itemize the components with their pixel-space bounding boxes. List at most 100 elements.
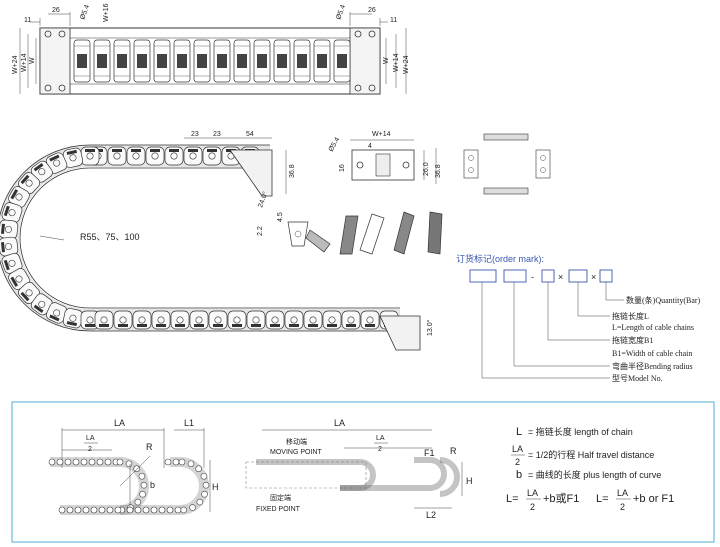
bl-r: R bbox=[146, 442, 153, 452]
order-box-width bbox=[541, 269, 555, 283]
chain-link bbox=[72, 458, 80, 466]
chain-link bbox=[114, 506, 122, 514]
dim-w-left: W bbox=[29, 57, 36, 64]
chain-link bbox=[284, 310, 304, 330]
cs-d26: 26.0 bbox=[423, 162, 430, 176]
formula1-suffix: +b或F1 bbox=[543, 492, 579, 505]
mount-hole bbox=[44, 84, 52, 92]
chain-link bbox=[174, 506, 182, 514]
cs-d22: 2.2 bbox=[257, 226, 264, 236]
dim-26-right: 26 bbox=[368, 7, 376, 14]
dim-11-left: 11 bbox=[24, 17, 31, 24]
chain-link bbox=[187, 460, 195, 468]
chain-link bbox=[189, 504, 196, 511]
dim-w24-left: W+24 bbox=[12, 55, 19, 74]
formula1-prefix: L= bbox=[506, 493, 519, 505]
bl-l1: L1 bbox=[184, 418, 194, 428]
dim-11-right: 11 bbox=[390, 17, 397, 24]
formula1-den: 2 bbox=[530, 502, 535, 512]
dim-13: 13.0° bbox=[426, 319, 434, 336]
chain-inner-edge bbox=[19, 167, 400, 309]
chain-link bbox=[233, 39, 251, 83]
chain-link bbox=[74, 506, 82, 514]
chain-link bbox=[227, 310, 247, 330]
cs-d4: 4 bbox=[368, 143, 372, 150]
chain-link bbox=[90, 506, 98, 514]
order-label-width: 拖链宽度B1 bbox=[612, 335, 653, 345]
chain-link bbox=[195, 465, 202, 473]
chain-band bbox=[0, 145, 400, 331]
cs-core bbox=[375, 153, 391, 177]
bm-la2-den: 2 bbox=[378, 446, 382, 453]
mount-hole bbox=[44, 30, 52, 38]
bl-la: LA bbox=[114, 418, 125, 428]
dim-26-left: 26 bbox=[52, 7, 60, 14]
chain-link bbox=[80, 146, 100, 166]
order-box-qty bbox=[599, 269, 613, 283]
bm-moving-cn: 移动端 bbox=[286, 437, 307, 446]
bm-r: R bbox=[450, 446, 457, 456]
chain-link bbox=[193, 39, 211, 83]
chain-link bbox=[106, 506, 114, 514]
chain-link bbox=[132, 310, 152, 330]
chain-link bbox=[153, 39, 171, 83]
formula2-den: 2 bbox=[620, 502, 625, 512]
chain-link bbox=[265, 310, 285, 330]
chain-link bbox=[62, 308, 84, 329]
mount-hole bbox=[368, 30, 376, 38]
bent-chain-links bbox=[0, 146, 399, 330]
chain-link bbox=[293, 39, 311, 83]
dim-w16: W+16 bbox=[103, 3, 110, 22]
dim-24: 24.0° bbox=[256, 190, 269, 208]
chain-link bbox=[172, 458, 180, 466]
formula-legend: L = 拖链长度 length of chain LA 2 = 1/2的行程 H… bbox=[506, 426, 674, 512]
bl-b: b bbox=[150, 480, 155, 490]
cs-body bbox=[351, 149, 415, 181]
bl-la2-den: 2 bbox=[88, 446, 92, 453]
cs-w14: W+14 bbox=[372, 131, 391, 138]
order-x2: × bbox=[591, 272, 596, 282]
chain-link bbox=[140, 481, 148, 489]
chain-link bbox=[333, 39, 351, 83]
bm-h: H bbox=[466, 476, 473, 486]
chain-link bbox=[125, 460, 133, 468]
chain-link bbox=[360, 310, 380, 330]
chain-link bbox=[322, 310, 342, 330]
bm-fixed-en: FIXED POINT bbox=[256, 506, 301, 513]
order-box-model bbox=[469, 269, 497, 283]
order-x1: × bbox=[558, 272, 563, 282]
dim-phi-left: Ø5.4 bbox=[79, 4, 91, 21]
chain-link bbox=[273, 39, 291, 83]
order-mark-block: 订货标记(order mark): - × × 数量(条)Quantity(Ba… bbox=[456, 253, 701, 383]
order-label-model: 型号Model No. bbox=[612, 374, 663, 383]
chain-link bbox=[113, 310, 133, 330]
order-label-qty: 数量(条)Quantity(Bar) bbox=[626, 295, 701, 305]
order-sep: - bbox=[531, 272, 534, 282]
chain-link bbox=[253, 39, 271, 83]
order-box-length bbox=[568, 269, 588, 283]
bl-la2-num: LA bbox=[86, 435, 95, 442]
chain-link bbox=[133, 39, 151, 83]
bm-la2-num: LA bbox=[376, 435, 385, 442]
dim-w24-right: W+24 bbox=[403, 55, 410, 74]
legend-la-den: 2 bbox=[515, 457, 520, 467]
dim-54: 54 bbox=[246, 131, 254, 138]
order-mark-title: 订货标记(order mark): bbox=[456, 253, 544, 264]
chain-link bbox=[208, 310, 228, 330]
chain-link bbox=[30, 160, 53, 183]
chain-link bbox=[18, 281, 41, 304]
chain-link bbox=[8, 186, 30, 208]
dim-w14-left: W+14 bbox=[21, 53, 28, 72]
chain-link bbox=[1, 252, 23, 274]
dim-w-right: W bbox=[383, 57, 390, 64]
chain-link bbox=[80, 458, 88, 466]
chain-link bbox=[341, 310, 361, 330]
fixed-bracket bbox=[379, 315, 421, 351]
chain-link bbox=[48, 458, 56, 466]
bm-f1: F1 bbox=[424, 448, 435, 458]
chain-outer-edge bbox=[0, 144, 400, 332]
right-bracket bbox=[349, 27, 381, 95]
chain-link bbox=[88, 458, 96, 466]
chain-link bbox=[200, 472, 208, 480]
